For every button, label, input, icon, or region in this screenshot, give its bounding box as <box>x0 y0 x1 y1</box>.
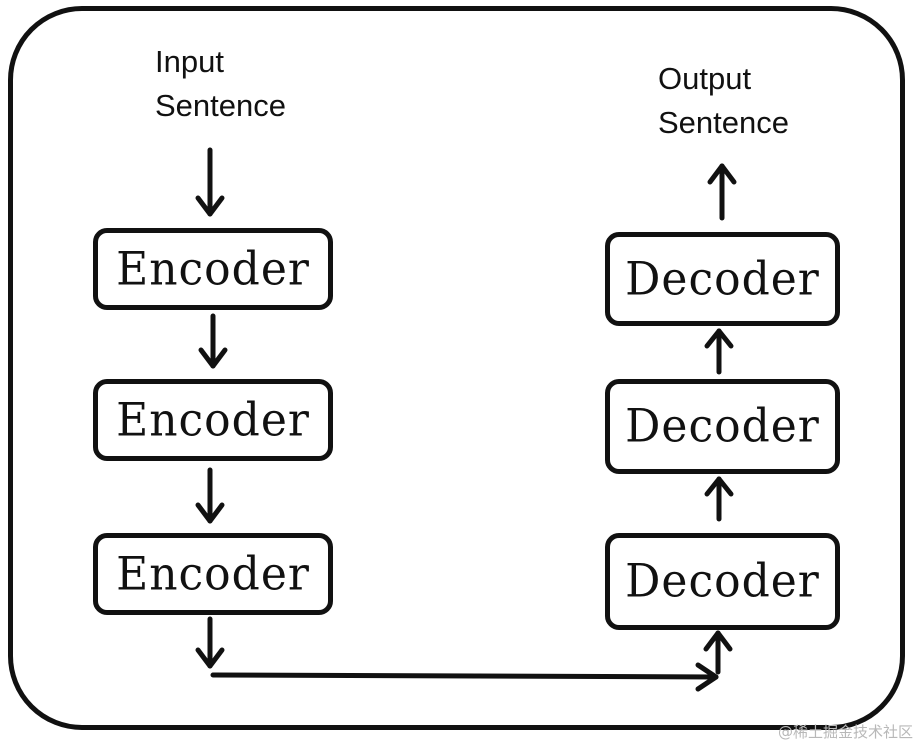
arrow-decoder-middle-to-top <box>704 328 734 375</box>
encoder-block-2-label: Encoder <box>116 393 310 447</box>
arrow-encoder-to-decoder <box>210 662 719 692</box>
decoder-block-top: Decoder <box>605 232 840 326</box>
arrow-decoder-to-output <box>707 163 737 221</box>
arrow-into-bottom-decoder <box>703 630 733 675</box>
output-label-line-2: Sentence <box>658 105 789 140</box>
input-label-line-2: Sentence <box>155 88 286 123</box>
output-sentence-label: Output Sentence <box>658 57 789 145</box>
input-label-line-1: Input <box>155 44 224 79</box>
encoder-block-3: Encoder <box>93 533 333 615</box>
arrow-encoder-2-to-3 <box>195 467 225 524</box>
diagram-frame <box>8 6 905 730</box>
decoder-block-top-label: Decoder <box>625 252 820 306</box>
arrow-encoder-1-to-2 <box>198 313 228 369</box>
watermark: @稀土掘金技术社区 <box>777 723 913 741</box>
encoder-block-3-label: Encoder <box>116 547 310 601</box>
encoder-block-1: Encoder <box>93 228 333 310</box>
output-label-line-1: Output <box>658 61 752 96</box>
decoder-block-bottom-label: Decoder <box>625 554 820 609</box>
encoder-block-2: Encoder <box>93 379 333 461</box>
decoder-block-bottom: Decoder <box>605 533 840 630</box>
input-sentence-label: Input Sentence <box>155 40 286 128</box>
arrow-encoder-3-down <box>195 616 225 669</box>
encoder-block-1-label: Encoder <box>116 242 310 296</box>
arrow-decoder-bottom-to-middle <box>704 476 734 522</box>
decoder-block-middle-label: Decoder <box>625 399 820 454</box>
decoder-block-middle: Decoder <box>605 379 840 474</box>
arrow-input-to-encoder <box>195 147 225 217</box>
